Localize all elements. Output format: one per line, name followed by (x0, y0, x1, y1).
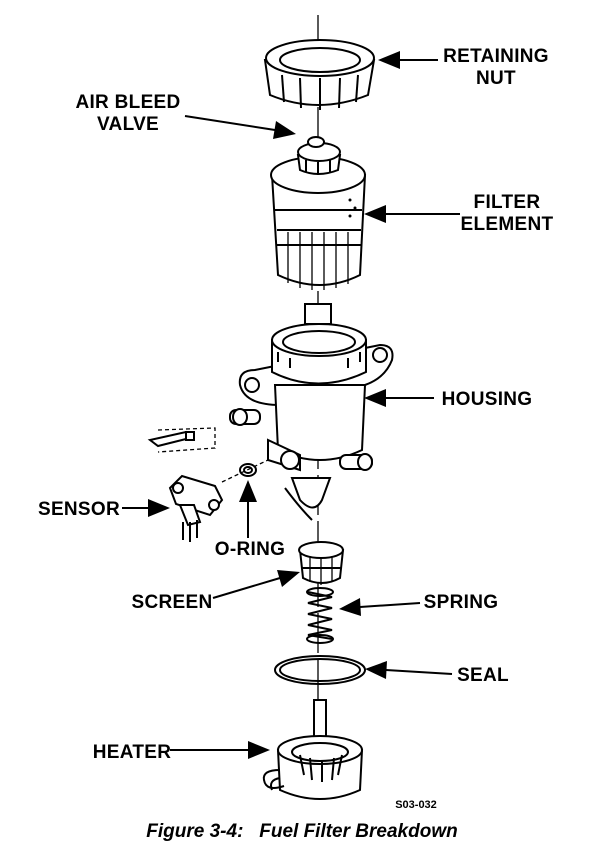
leader-arrow-screen (212, 570, 300, 599)
heater-part (262, 699, 364, 800)
o-ring-part (221, 459, 269, 483)
label-spring: SPRING (424, 592, 499, 613)
figure-code: S03-032 (395, 799, 437, 811)
label-air-bleed-line2: VALVE (97, 114, 159, 135)
leader-arrow-o-ring (239, 480, 257, 538)
leader-arrow-sensor (122, 499, 170, 517)
label-screen: SCREEN (132, 592, 213, 613)
label-retaining-nut-line1: RETAINING (443, 46, 549, 67)
seal-part (274, 655, 366, 685)
filter-element-part (270, 156, 367, 290)
leader-arrow-heater (170, 741, 270, 759)
leader-arrow-air-bleed-valve (184, 115, 296, 139)
screen-part (298, 541, 345, 585)
leader-arrow-retaining-nut (378, 51, 438, 69)
label-housing: HOUSING (442, 389, 533, 410)
label-seal: SEAL (457, 665, 509, 686)
label-filter-element-line2: ELEMENT (461, 214, 554, 235)
label-sensor: SENSOR (38, 499, 120, 520)
air-bleed-valve-part (296, 136, 342, 175)
leader-arrow-spring (339, 598, 421, 616)
spring-part (306, 587, 334, 644)
sensor-part (147, 427, 224, 542)
retaining-nut-part (263, 39, 376, 110)
label-air-bleed-line1: AIR BLEED (75, 92, 180, 113)
leader-arrow-filter-element (364, 205, 460, 223)
label-heater: HEATER (93, 742, 172, 763)
leader-arrow-housing (364, 389, 434, 407)
leader-arrow-seal (365, 661, 453, 679)
figure-caption: Figure 3-4: Fuel Filter Breakdown (146, 821, 457, 842)
label-retaining-nut-line2: NUT (476, 68, 516, 89)
housing-part (229, 303, 394, 521)
label-o-ring: O-RING (215, 539, 285, 560)
label-filter-element-line1: FILTER (474, 192, 541, 213)
